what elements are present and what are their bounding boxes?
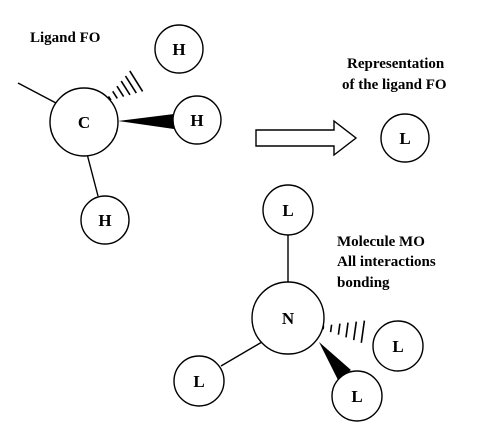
ligand-symbol-circle xyxy=(380,113,430,163)
ligand-fo-wedge-bond xyxy=(118,114,174,129)
ligand-bottom-right-circle xyxy=(331,370,383,422)
carbon-atom-circle xyxy=(49,87,119,157)
ligand-fo-group: Ligand FO C H H H xyxy=(17,24,222,245)
mo-wedge-bond xyxy=(319,342,351,380)
ligand-fo-hashed-bond xyxy=(107,70,144,101)
carbon-atom-label: C xyxy=(78,113,90,132)
nitrogen-atom-circle xyxy=(251,281,325,355)
hydrogen-top-circle xyxy=(154,24,204,74)
hydrogen-bottom-label: H xyxy=(98,211,111,230)
representation-group: Representation of the ligand FO L xyxy=(342,56,447,163)
molecule-mo-caption-line2: All interactions xyxy=(337,254,436,270)
representation-caption-line2: of the ligand FO xyxy=(342,77,447,93)
ligand-symbol-label: L xyxy=(399,129,410,148)
nitrogen-atom-label: N xyxy=(282,309,295,328)
ligand-right-label: L xyxy=(392,337,403,356)
mo-hashed-bond xyxy=(322,320,366,343)
transform-arrow-icon xyxy=(255,119,358,157)
ligand-bottom-right-label: L xyxy=(351,387,362,406)
ligand-top-circle xyxy=(262,184,314,236)
ligand-left-label: L xyxy=(193,372,204,391)
ligand-fo-title: Ligand FO xyxy=(30,30,100,46)
mo-left-bond xyxy=(220,341,263,367)
molecule-mo-caption-line3: bonding xyxy=(337,275,390,291)
ligand-right-circle xyxy=(372,320,424,372)
molecule-mo-caption-line1: Molecule MO xyxy=(337,234,425,250)
molecule-mo-group: Molecule MO All interactions bonding N L… xyxy=(173,184,436,422)
ligand-top-label: L xyxy=(282,201,293,220)
hydrogen-right-label: H xyxy=(190,111,203,130)
hydrogen-top-label: H xyxy=(172,40,185,59)
ligand-fo-external-bond xyxy=(17,82,57,104)
hydrogen-bottom-circle xyxy=(80,195,130,245)
hydrogen-right-circle xyxy=(172,95,222,145)
ligand-left-circle xyxy=(173,355,225,407)
representation-caption-line1: Representation xyxy=(347,56,445,72)
ligand-fo-bottom-bond xyxy=(85,149,99,197)
